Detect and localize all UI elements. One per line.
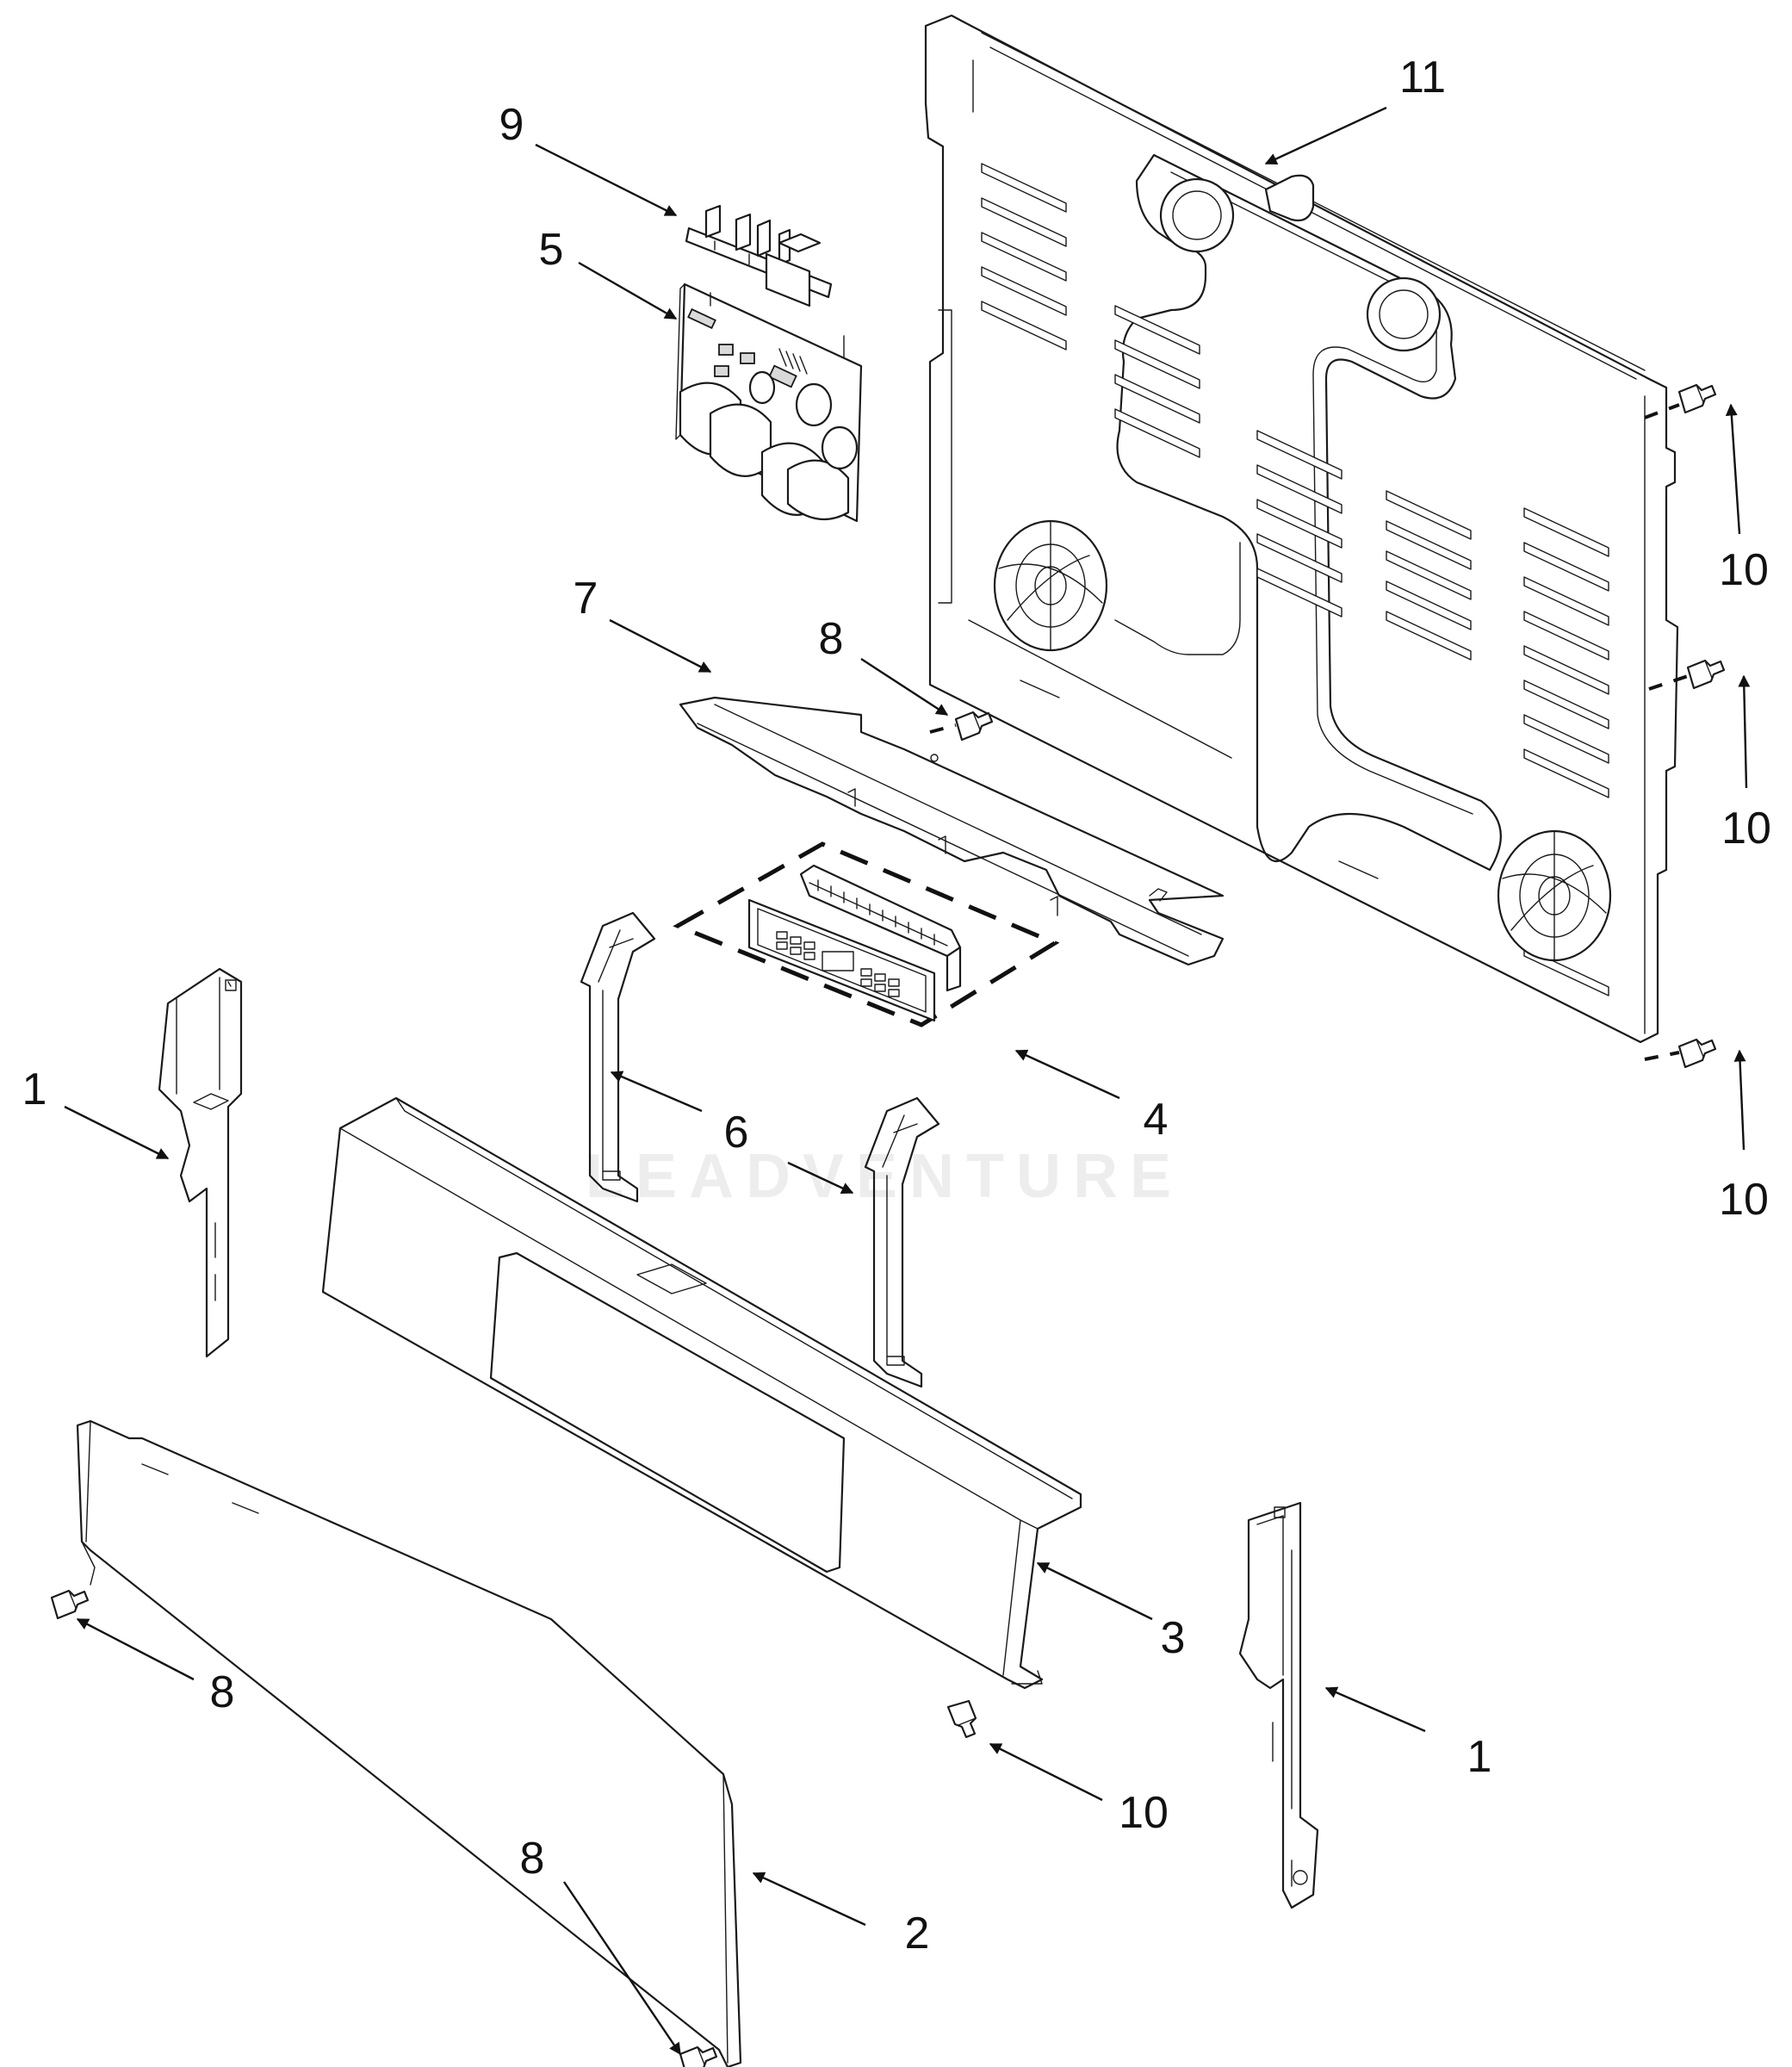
side-bracket-left bbox=[158, 967, 243, 1358]
screw-icon bbox=[946, 1699, 977, 1739]
screw-icon bbox=[1677, 1038, 1717, 1069]
fan-boss-right bbox=[1497, 829, 1612, 962]
screw-icon bbox=[1686, 659, 1726, 690]
control-panel bbox=[321, 1096, 1082, 1690]
back-panel bbox=[924, 14, 1679, 1044]
screw-icon bbox=[954, 711, 994, 742]
callout-5: 5 bbox=[538, 225, 564, 275]
fan-boss-left bbox=[993, 519, 1108, 652]
front-trim-panel bbox=[76, 1419, 742, 2067]
callout-10-c: 10 bbox=[1719, 1175, 1769, 1225]
screw-icon bbox=[50, 1589, 90, 1620]
callout-2: 2 bbox=[904, 1909, 930, 1958]
screw-icon bbox=[1677, 383, 1717, 414]
callout-1-left: 1 bbox=[22, 1065, 47, 1114]
support-bracket-left bbox=[580, 911, 656, 1203]
callout-6: 6 bbox=[723, 1108, 749, 1158]
side-bracket-right bbox=[1238, 1501, 1319, 1909]
callout-9: 9 bbox=[499, 100, 524, 150]
callout-3: 3 bbox=[1160, 1613, 1186, 1663]
assembly-dash-lines bbox=[929, 403, 1689, 1061]
callout-10-d: 10 bbox=[1119, 1788, 1169, 1838]
screw-icon bbox=[679, 2045, 718, 2067]
support-bracket-right bbox=[864, 1096, 940, 1388]
display-assembly bbox=[673, 841, 1060, 1027]
leader-arrows bbox=[64, 106, 1751, 2056]
callout-10-b: 10 bbox=[1721, 804, 1771, 853]
callout-1-right: 1 bbox=[1466, 1732, 1492, 1782]
callout-4: 4 bbox=[1143, 1095, 1169, 1145]
callout-7: 7 bbox=[573, 574, 598, 624]
callout-8-top: 8 bbox=[818, 614, 844, 664]
relay-board bbox=[685, 204, 833, 307]
callout-8-left: 8 bbox=[209, 1667, 235, 1717]
callout-8-bottom: 8 bbox=[519, 1834, 545, 1884]
watermark: LEADVENTURE bbox=[586, 1142, 1184, 1211]
upper-bracket bbox=[679, 696, 1225, 966]
control-board bbox=[675, 282, 863, 523]
callout-10-a: 10 bbox=[1719, 545, 1769, 595]
callout-11: 11 bbox=[1399, 53, 1446, 102]
